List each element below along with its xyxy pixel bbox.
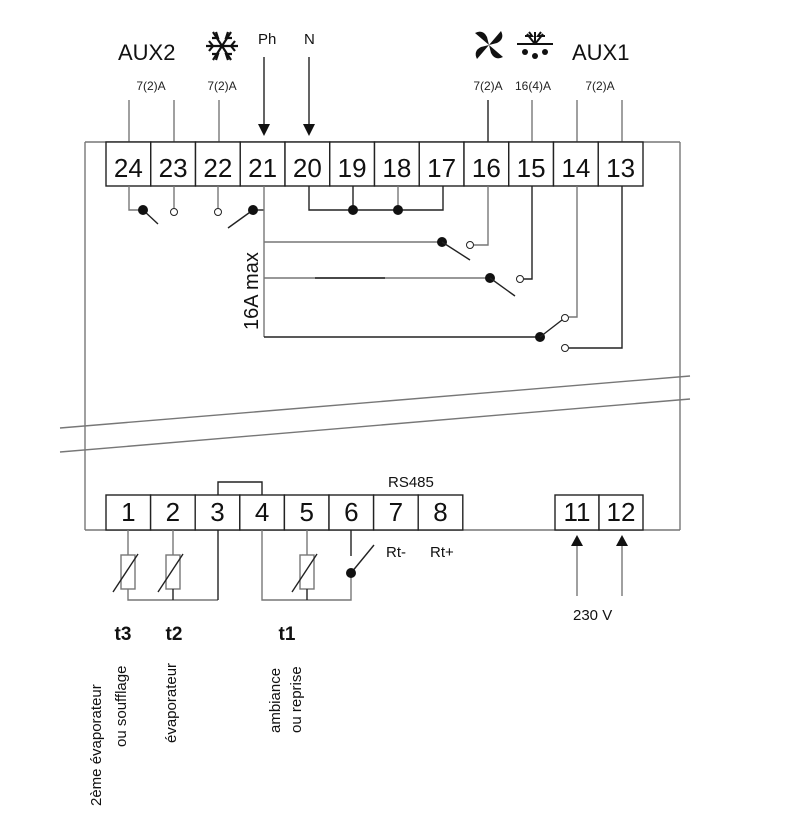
terminal-number: 13 — [606, 153, 635, 183]
terminal-number: 19 — [338, 153, 367, 183]
break-line — [59, 375, 691, 429]
power-arrows — [571, 535, 628, 596]
rating-defrost: 16(4)A — [515, 79, 551, 93]
fan-icon — [475, 31, 503, 59]
terminal-number: 16 — [472, 153, 501, 183]
rating-cold: 7(2)A — [207, 79, 236, 93]
terminal-number: 17 — [427, 153, 456, 183]
neutral-arrow — [303, 57, 315, 136]
relay-wiring — [128, 186, 623, 352]
terminal-8 — [417, 494, 464, 531]
sensor-t1-desc2: ou reprise — [288, 666, 305, 733]
sensor-t1-label: t1 — [279, 624, 296, 645]
terminal-number: 8 — [433, 497, 447, 527]
terminal-number: 5 — [299, 497, 313, 527]
terminal-number: 20 — [293, 153, 322, 183]
terminal-11 — [554, 494, 600, 531]
sensor-t2-desc1: évaporateur — [163, 663, 180, 743]
terminal-1 — [105, 494, 152, 531]
terminal-6 — [328, 494, 375, 531]
terminal-17 — [418, 141, 465, 187]
terminal-number: 21 — [248, 153, 277, 183]
terminal-number: 3 — [210, 497, 224, 527]
sensor-t3-desc1: 2ème évaporateur — [88, 684, 105, 806]
terminal-number: 14 — [561, 153, 590, 183]
break-line — [59, 398, 691, 453]
top-leads — [128, 100, 623, 142]
terminal-number: 11 — [564, 497, 591, 527]
rt-plus-label: Rt+ — [430, 544, 454, 561]
sensor-t2-label: t2 — [166, 624, 183, 645]
terminal-number: 12 — [607, 497, 636, 527]
terminal-15 — [508, 141, 555, 187]
sensor-t3-desc2: ou soufflage — [113, 666, 130, 747]
rating-fan: 7(2)A — [473, 79, 502, 93]
terminal-number: 1 — [121, 497, 135, 527]
terminal-number: 24 — [114, 153, 143, 183]
terminal-number: 4 — [255, 497, 269, 527]
terminal-22 — [194, 141, 241, 187]
terminal-13 — [597, 141, 644, 187]
sensor-t1-desc1: ambiance — [267, 668, 284, 733]
aux1-label: AUX1 — [572, 40, 629, 65]
sensor-t3-label: t3 — [115, 624, 132, 645]
aux2-label: AUX2 — [118, 40, 175, 65]
rating-aux1: 7(2)A — [585, 79, 614, 93]
sensor-t3-symbol — [120, 554, 136, 590]
terminal-number: 23 — [159, 153, 188, 183]
max-current-label: 16A max — [241, 252, 263, 330]
rating-aux2: 7(2)A — [136, 79, 165, 93]
terminal-12 — [598, 494, 644, 531]
terminal-number: 22 — [203, 153, 232, 183]
terminal-14 — [552, 141, 599, 187]
jumper-3-4 — [217, 481, 263, 495]
sensor-t1-symbol — [299, 554, 315, 590]
top-terminal-strip: 24 23 22 21 20 19 18 17 16 15 14 13 — [105, 141, 644, 187]
housing — [59, 141, 691, 531]
terminal-number: 15 — [517, 153, 546, 183]
terminal-23 — [150, 141, 197, 187]
terminal-4 — [239, 494, 286, 531]
terminal-19 — [329, 141, 376, 187]
voltage-label: 230 V — [573, 607, 612, 624]
terminal-number: 7 — [389, 497, 403, 527]
terminal-3 — [194, 494, 241, 531]
sensor-wiring — [112, 530, 375, 601]
phase-label: Ph — [258, 31, 276, 48]
terminal-number: 6 — [344, 497, 358, 527]
rs485-label: RS485 — [388, 474, 434, 491]
phase-arrow — [258, 57, 270, 136]
terminal-5 — [283, 494, 330, 531]
terminal-number: 18 — [382, 153, 411, 183]
terminal-number: 2 — [166, 497, 180, 527]
snowflake-icon — [206, 31, 238, 61]
power-terminal-strip: 11 12 — [554, 494, 644, 531]
neutral-label: N — [304, 31, 315, 48]
rt-minus-label: Rt- — [386, 544, 406, 561]
defrost-icon — [517, 31, 553, 59]
sensor-t2-symbol — [165, 554, 181, 590]
